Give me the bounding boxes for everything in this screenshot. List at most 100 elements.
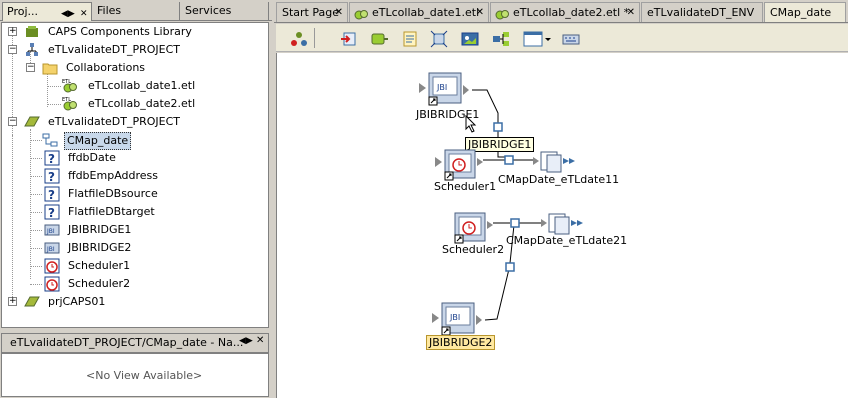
jbi-bridge-1-label[interactable]: JBIBRIDGE1: [416, 108, 480, 121]
tree-line: [30, 129, 31, 279]
tree-item-collab-date2[interactable]: ETL eTLcollab_date2.etl: [2, 96, 268, 112]
navigator-panel: <No View Available>: [1, 353, 269, 397]
project-tab-bar: Proj... ◀▶ ✕ Files Services: [0, 0, 272, 21]
jbi-bridge-icon: JBI: [44, 224, 60, 236]
tab-nav-arrows-icon[interactable]: ◀▶: [61, 9, 75, 19]
expand-icon[interactable]: +: [8, 296, 17, 306]
tab-start-page[interactable]: Start Page ✕: [276, 2, 348, 22]
connectivity-map-canvas[interactable]: JBI JBIBRIDGE1 JBIBRIDGE1 Scheduler1 CMa…: [276, 53, 848, 398]
toolbar-button-keyboard[interactable]: [560, 28, 580, 48]
project-tree[interactable]: + CAPS Components Library − eTLvalidateD…: [1, 22, 269, 328]
tree-item-project-2[interactable]: − eTLvalidateDT_PROJECT: [2, 114, 268, 130]
cmap-etldate21-label[interactable]: CMapDate_eTLdate21: [506, 234, 628, 247]
tree-item-project[interactable]: − eTLvalidateDT_PROJECT: [2, 42, 268, 58]
link-connector-icon[interactable]: [505, 262, 515, 272]
tree-item-label: Scheduler1: [68, 259, 131, 272]
tree-line: [47, 104, 61, 105]
add-service-icon: [341, 32, 356, 46]
project-icon: [26, 43, 38, 56]
toolbar-button-fit[interactable]: [428, 28, 448, 48]
tree-item-scheduler1[interactable]: Scheduler1: [2, 258, 268, 274]
close-icon[interactable]: ✕: [334, 7, 343, 18]
link-connector-icon[interactable]: [510, 218, 520, 228]
link-connector-icon[interactable]: [493, 122, 503, 132]
tree-item-collab-date1[interactable]: ETL eTLcollab_date1.etl: [2, 78, 268, 94]
tab-etlvalidatedt-env[interactable]: eTLvalidateDT_ENV: [641, 2, 763, 22]
scheduler-2-label[interactable]: Scheduler2: [442, 243, 505, 256]
tree-item-label: eTLvalidateDT_PROJECT: [48, 115, 180, 128]
tree-line: [30, 51, 31, 71]
tree-item-caps-library[interactable]: + CAPS Components Library: [2, 24, 268, 40]
tooltip: JBIBRIDGE1: [465, 137, 535, 152]
editor-tab-bar: Start Page ✕ eTLcollab_date1.etl ✕ eTLco…: [274, 0, 848, 23]
etl-icon: [354, 10, 368, 20]
tab-services[interactable]: Services: [181, 2, 269, 21]
tab-files-label: Files: [97, 4, 122, 17]
close-icon[interactable]: ✕: [256, 335, 265, 346]
tree-item-jbibridge2[interactable]: JBI JBIBRIDGE2: [2, 240, 268, 256]
scheduler-1-label[interactable]: Scheduler1: [434, 180, 497, 193]
close-icon[interactable]: ✕: [475, 7, 484, 18]
connector-icon: [371, 33, 388, 45]
library-icon: [26, 26, 38, 37]
tree-line: [30, 194, 42, 195]
tree-line: [30, 158, 42, 159]
toolbar-button-deploy[interactable]: [288, 28, 308, 48]
jbi-bridge-1-node-icon[interactable]: JBI: [419, 71, 475, 107]
jbi-bridge-2-node-icon[interactable]: JBI: [432, 301, 488, 337]
tree-item-ffdbempaddress[interactable]: ? ffdbEmpAddress: [2, 168, 268, 184]
tab-projects[interactable]: Proj... ◀▶ ✕: [2, 2, 92, 21]
svg-text:?: ?: [48, 170, 55, 184]
toolbar-button-connector[interactable]: [368, 28, 388, 48]
toolbar-dropdown-view[interactable]: [521, 28, 551, 48]
svg-text:?: ?: [48, 206, 55, 220]
toolbar-button-add-service[interactable]: [338, 28, 358, 48]
tree-item-scheduler2[interactable]: Scheduler2: [2, 276, 268, 292]
scheduler-2-node-icon[interactable]: [445, 211, 495, 247]
tab-etlcollab-date1[interactable]: eTLcollab_date1.etl ✕: [349, 2, 489, 22]
tree-line: [12, 135, 13, 305]
tree-item-flatfiledbtarget[interactable]: ? FlatfileDBtarget: [2, 204, 268, 220]
close-icon[interactable]: ✕: [626, 7, 635, 18]
collapse-icon[interactable]: −: [8, 44, 17, 54]
tree-item-collaborations[interactable]: − Collaborations: [2, 60, 268, 76]
etl-collaboration-2-node-icon[interactable]: [541, 212, 587, 236]
tree-item-label: CAPS Components Library: [48, 25, 192, 38]
tab-files[interactable]: Files: [93, 2, 180, 21]
tree-line: [30, 284, 42, 285]
collapse-icon[interactable]: −: [26, 62, 35, 72]
jbi-bridge-icon: JBI: [44, 242, 60, 254]
unknown-component-icon: ?: [44, 186, 60, 202]
tab-nav-arrows-icon[interactable]: ◀▶: [239, 336, 253, 346]
image-icon: [461, 32, 479, 46]
toolbar-button-properties[interactable]: [399, 28, 419, 48]
tree-line: [30, 230, 42, 231]
cmap-etldate11-label[interactable]: CMapDate_eTLdate11: [498, 173, 620, 186]
toolbar-button-image[interactable]: [459, 28, 479, 48]
tab-label: Start Page: [282, 6, 339, 19]
etl-collaboration-1-node-icon[interactable]: [533, 150, 579, 174]
tree-item-label: eTLvalidateDT_PROJECT: [48, 43, 180, 56]
tree-item-flatfiledbsource[interactable]: ? FlatfileDBsource: [2, 186, 268, 202]
jbi-bridge-2-label[interactable]: JBIBRIDGE2: [426, 335, 496, 350]
tree-item-jbibridge1[interactable]: JBI JBIBRIDGE1: [2, 222, 268, 238]
etl-icon: ETL: [62, 79, 77, 93]
tree-item-prjcaps01[interactable]: + prjCAPS01: [2, 294, 268, 310]
tree-line: [30, 176, 42, 177]
tree-item-ffdbdate[interactable]: ? ffdbDate: [2, 150, 268, 166]
close-icon[interactable]: ✕: [80, 9, 88, 19]
tab-cmap-date[interactable]: CMap_date: [764, 2, 846, 22]
folder-icon: [42, 63, 58, 75]
expand-icon[interactable]: +: [8, 26, 17, 36]
link-connector-icon[interactable]: [504, 155, 514, 165]
tab-etlcollab-date2[interactable]: eTLcollab_date2.etl * ✕: [490, 2, 640, 22]
toolbar-button-layout[interactable]: [490, 28, 510, 48]
tree-item-label: eTLcollab_date1.etl: [88, 79, 196, 92]
tab-services-label: Services: [185, 4, 232, 17]
svg-text:?: ?: [48, 152, 55, 166]
collapse-icon[interactable]: −: [8, 116, 17, 126]
tree-item-label: ffdbDate: [68, 151, 116, 164]
scheduler-1-node-icon[interactable]: [435, 148, 485, 184]
unknown-component-icon: ?: [44, 204, 60, 220]
tree-item-cmap-date[interactable]: CMap_date: [2, 132, 268, 150]
